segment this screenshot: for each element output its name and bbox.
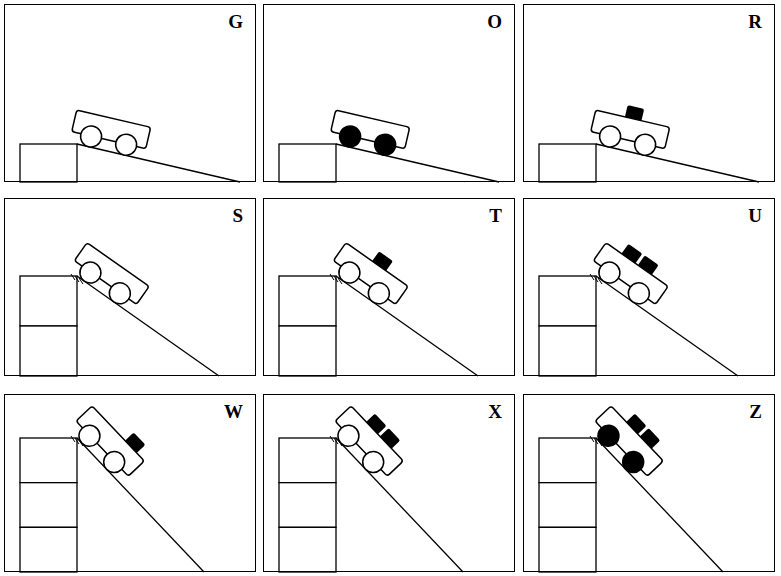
- support-block: [539, 326, 596, 376]
- cart: [328, 110, 410, 159]
- cart-wheel: [373, 132, 398, 157]
- ramp-line: [336, 276, 478, 376]
- support-block: [20, 438, 77, 483]
- experiment-panel: U: [523, 198, 775, 376]
- brake-mark: [75, 276, 79, 282]
- cart-wheel: [633, 132, 658, 157]
- experiment-panel: Z: [523, 394, 775, 572]
- support-block: [539, 438, 596, 483]
- brake-mark: [590, 274, 594, 280]
- brake-mark: [330, 274, 334, 280]
- ramp-line: [596, 276, 738, 376]
- panel-letter: T: [489, 205, 502, 227]
- brake-mark: [334, 438, 338, 444]
- cart-wheel: [76, 258, 105, 287]
- cart-wheel: [597, 124, 622, 149]
- support-block: [539, 276, 596, 326]
- support-block: [539, 144, 596, 182]
- panel-letter: O: [487, 11, 502, 33]
- ramp-scene: [20, 398, 204, 572]
- cart: [68, 398, 153, 484]
- experiment-panel: O: [263, 4, 515, 182]
- brake-mark: [71, 436, 75, 442]
- cart-wheel: [75, 421, 105, 451]
- cart-wheel: [595, 258, 624, 287]
- panel-letter: R: [748, 11, 762, 33]
- brake-mark: [330, 436, 334, 442]
- ramp-scene: [279, 110, 499, 182]
- support-block: [279, 276, 336, 326]
- cart-wheel: [358, 447, 388, 477]
- experiment-panel: R: [523, 4, 775, 182]
- brake-mark: [590, 436, 594, 442]
- cart-wheel: [624, 279, 653, 308]
- panel-letter: G: [228, 11, 243, 33]
- ramp-scene: [539, 398, 723, 572]
- panel-letter: U: [748, 205, 762, 227]
- brake-mark: [334, 276, 338, 282]
- ramp-line: [77, 276, 219, 376]
- ramp-scene: [20, 110, 240, 182]
- ramp-line: [336, 144, 499, 182]
- experiment-panel: X: [263, 394, 515, 572]
- cart-wheel: [334, 421, 364, 451]
- cart-wheel: [335, 258, 364, 287]
- support-block: [279, 326, 336, 376]
- panel-letter: Z: [749, 401, 762, 423]
- support-block: [20, 144, 77, 182]
- support-block: [20, 527, 77, 572]
- support-block: [539, 483, 596, 528]
- cart: [587, 398, 672, 484]
- experiment-panel: G: [4, 4, 256, 182]
- experiment-panel: W: [4, 394, 256, 572]
- support-block: [20, 326, 77, 376]
- cart: [327, 398, 412, 484]
- cart-wheel: [114, 132, 139, 157]
- panel-letter: S: [232, 205, 243, 227]
- ramp-line: [596, 144, 759, 182]
- brake-mark: [594, 438, 598, 444]
- support-block: [279, 438, 336, 483]
- cart-body: [591, 110, 670, 149]
- panel-letter: W: [224, 401, 243, 423]
- ramp-scene: [539, 98, 759, 182]
- cart-wheel: [594, 421, 624, 451]
- ramp-scene: [20, 243, 219, 376]
- cart-wheel: [364, 279, 393, 308]
- cart-wheel: [99, 447, 129, 477]
- cart-body: [331, 110, 410, 149]
- cart-wheel: [618, 447, 648, 477]
- panel-letter: X: [488, 401, 502, 423]
- support-block: [279, 483, 336, 528]
- brake-mark: [75, 438, 79, 444]
- experiment-panel: T: [263, 198, 515, 376]
- brake-mark: [71, 274, 75, 280]
- support-block: [279, 144, 336, 182]
- cart-wheel: [337, 124, 362, 149]
- ramp-line: [77, 144, 240, 182]
- ramp-scene: [539, 233, 738, 376]
- cart-wheel: [105, 279, 134, 308]
- cart-wheel: [78, 124, 103, 149]
- ramp-scene: [279, 233, 478, 376]
- cart: [587, 233, 675, 314]
- support-block: [20, 276, 77, 326]
- cart: [68, 243, 149, 314]
- brake-mark: [594, 276, 598, 282]
- cart: [588, 98, 672, 159]
- ramp-scene: [279, 398, 463, 572]
- support-block: [279, 527, 336, 572]
- cart-body: [72, 110, 151, 149]
- cart: [327, 233, 415, 314]
- cart: [69, 110, 151, 159]
- support-block: [20, 483, 77, 528]
- experiment-panel: S: [4, 198, 256, 376]
- support-block: [539, 527, 596, 572]
